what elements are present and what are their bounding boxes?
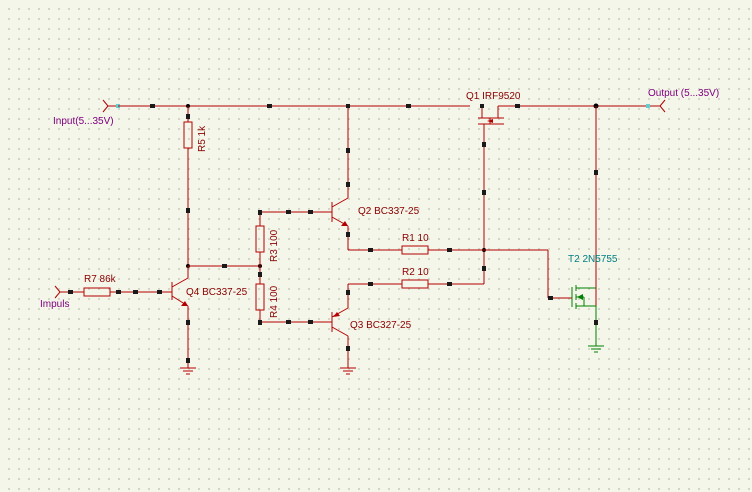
r7-label: R7 86k — [84, 274, 117, 285]
r1-label: R1 10 — [402, 233, 429, 244]
q4-transistor[interactable] — [152, 266, 189, 368]
q2-transistor[interactable] — [331, 186, 349, 250]
input-net-label: Input(5...35V) — [53, 116, 114, 127]
connection-pins — [68, 104, 598, 363]
q3-transistor[interactable] — [331, 284, 349, 368]
r2-resistor[interactable] — [348, 279, 484, 289]
r3-label: R3 100 — [269, 229, 280, 262]
q3-label: Q3 BC327-25 — [350, 320, 412, 331]
r1-resistor[interactable] — [348, 245, 484, 255]
ground-q3 — [340, 367, 356, 375]
input-terminal[interactable] — [102, 99, 120, 113]
q2-label: Q2 BC337-25 — [358, 206, 420, 217]
ground-t2 — [588, 340, 604, 353]
impuls-net-label: Impuls — [40, 299, 69, 310]
ground-q4 — [180, 367, 196, 375]
r5-resistor[interactable] — [183, 106, 193, 266]
t2-label: T2 2N5755 — [568, 254, 618, 265]
q1-mosfet[interactable] — [478, 106, 504, 138]
q1-label: Q1 IRF9520 — [466, 91, 521, 102]
r5-label: R5 1k — [197, 125, 208, 152]
output-net-label: Output (5...35V) — [648, 88, 719, 99]
r4-resistor[interactable] — [255, 283, 265, 322]
output-terminal[interactable] — [646, 99, 666, 113]
q4-label: Q4 BC337-25 — [186, 287, 248, 298]
r2-label: R2 10 — [402, 267, 429, 278]
r4-label: R4 100 — [269, 285, 280, 318]
t2-mosfet[interactable] — [571, 285, 597, 340]
